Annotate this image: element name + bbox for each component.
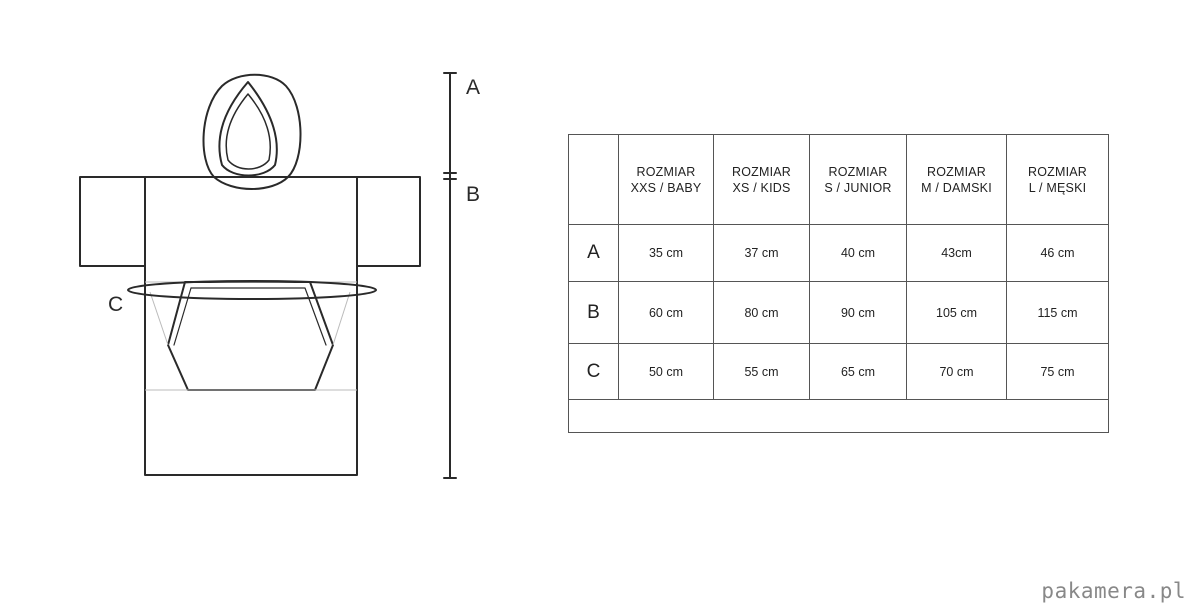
table-cell: 75 cm (1006, 343, 1109, 400)
hood (202, 73, 302, 190)
size-header-xxs: ROZMIAR XXS / BABY (618, 134, 714, 225)
table-row-empty (568, 399, 1109, 433)
row-label-c: C (568, 343, 619, 400)
size-table: ROZMIAR XXS / BABY ROZMIAR XS / KIDS ROZ… (568, 134, 1109, 433)
left-sleeve (79, 176, 146, 267)
table-cell: 35 cm (618, 224, 714, 282)
table-cell: 50 cm (618, 343, 714, 400)
size-header-xs: ROZMIAR XS / KIDS (713, 134, 810, 225)
hood-inner-2 (225, 93, 272, 170)
table-cell: 37 cm (713, 224, 810, 282)
size-header-line2: M / DAMSKI (921, 180, 992, 195)
size-header-line2: L / MĘSKI (1028, 180, 1087, 195)
table-row-b: B 60 cm 80 cm 90 cm 105 cm 115 cm (568, 281, 1109, 344)
size-header-line2: XXS / BABY (630, 180, 702, 195)
table-cell: 43cm (906, 224, 1007, 282)
size-header-line1: ROZMIAR (926, 164, 987, 179)
table-cell: 90 cm (809, 281, 907, 344)
row-label-b: B (568, 281, 619, 344)
row-label-a: A (568, 224, 619, 282)
size-header-line2: XS / KIDS (732, 180, 791, 195)
empty-footer-cell (568, 399, 1109, 433)
size-header-line1: ROZMIAR (1027, 164, 1088, 179)
label-a: A (466, 76, 481, 99)
table-cell: 115 cm (1006, 281, 1109, 344)
c-measure-ellipse (127, 280, 377, 300)
right-sleeve (356, 176, 421, 267)
table-cell: 60 cm (618, 281, 714, 344)
size-header-s: ROZMIAR S / JUNIOR (809, 134, 907, 225)
table-row-c: C 50 cm 55 cm 65 cm 70 cm 75 cm (568, 343, 1109, 400)
poncho-body (144, 176, 358, 476)
label-b: B (466, 183, 481, 206)
table-cell: 105 cm (906, 281, 1007, 344)
label-c: C (108, 293, 124, 316)
hood-inner (218, 81, 278, 177)
size-header-line2: S / JUNIOR (824, 180, 892, 195)
table-cell: 55 cm (713, 343, 810, 400)
table-cell: 40 cm (809, 224, 907, 282)
header-row: ROZMIAR XXS / BABY ROZMIAR XS / KIDS ROZ… (568, 134, 1109, 225)
size-header-line1: ROZMIAR (731, 164, 792, 179)
pocket-inner (190, 287, 327, 346)
table-row-a: A 35 cm 37 cm 40 cm 43cm 46 cm (568, 224, 1109, 282)
table-cell: 80 cm (713, 281, 810, 344)
table-cell: 65 cm (809, 343, 907, 400)
size-header-line1: ROZMIAR (636, 164, 696, 179)
corner-cell (568, 134, 619, 225)
size-header-line1: ROZMIAR (828, 164, 888, 179)
table-cell: 70 cm (906, 343, 1007, 400)
watermark-logo: pakamera.pl (1041, 579, 1186, 603)
table-cell: 46 cm (1006, 224, 1109, 282)
size-header-l: ROZMIAR L / MĘSKI (1006, 134, 1109, 225)
size-header-m: ROZMIAR M / DAMSKI (906, 134, 1007, 225)
